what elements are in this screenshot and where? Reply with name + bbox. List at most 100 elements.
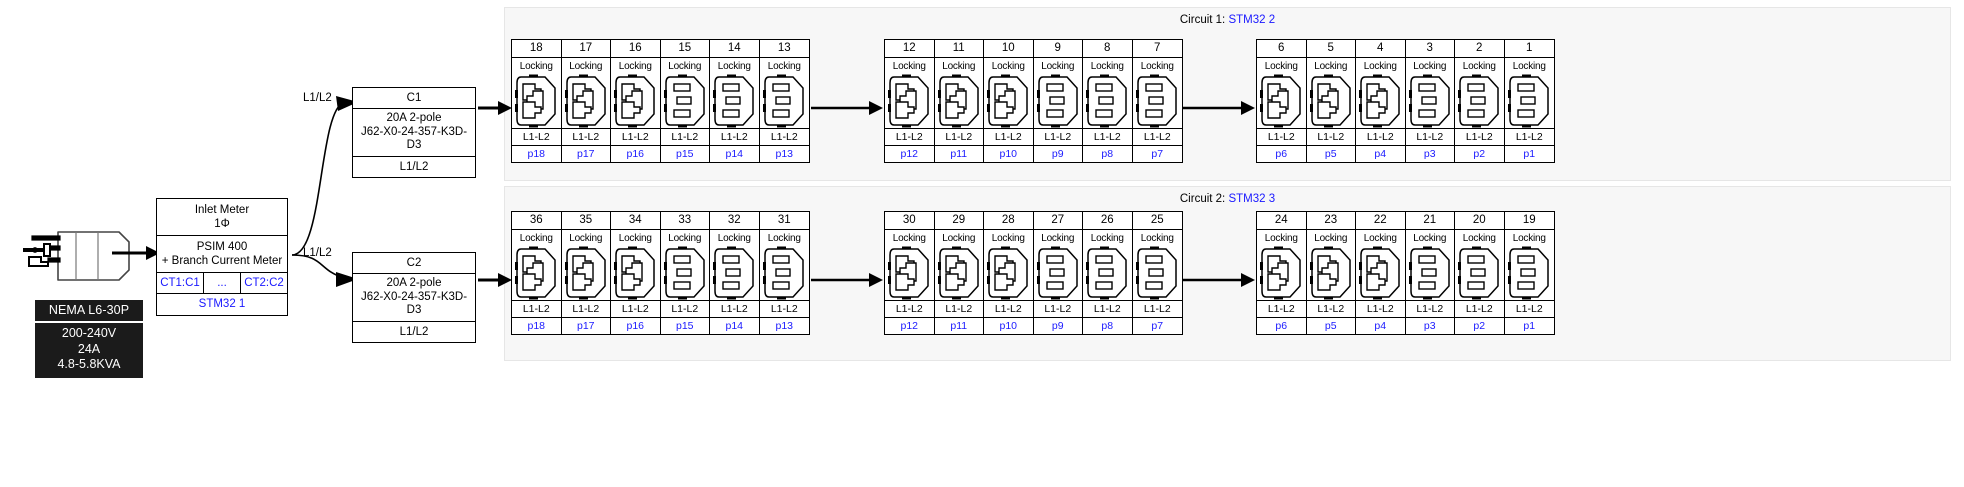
outlet-number: 10 <box>984 40 1033 58</box>
outlet-port[interactable]: p12 <box>885 317 934 334</box>
outlet-port[interactable]: p9 <box>1033 317 1082 334</box>
outlet-port[interactable]: p11 <box>934 317 983 334</box>
outlet-type-label: Locking <box>942 61 976 72</box>
outlet-port[interactable]: p3 <box>1405 317 1454 334</box>
inlet-meter-title: Inlet Meter 1Φ <box>157 199 287 236</box>
outlet-port[interactable]: p8 <box>1083 145 1132 162</box>
outlet-phase: L1-L2 <box>1405 128 1454 145</box>
outlet-phase: L1-L2 <box>1455 300 1504 317</box>
outlet-number: 32 <box>710 212 759 230</box>
outlet-port[interactable]: p1 <box>1504 317 1554 334</box>
outlet-type-label: Locking <box>1462 61 1496 72</box>
outlet-port[interactable]: p17 <box>561 145 610 162</box>
inlet-meter-model: PSIM 400 + Branch Current Meter <box>157 236 287 273</box>
c13-socket-icon <box>1133 74 1183 128</box>
outlet-port[interactable]: p7 <box>1132 145 1182 162</box>
outlet-number: 28 <box>984 212 1033 230</box>
outlet-port[interactable]: p5 <box>1306 145 1355 162</box>
outlet-number: 19 <box>1504 212 1554 230</box>
breaker-c2-phase: L1/L2 <box>399 325 429 338</box>
outlet-port[interactable]: p6 <box>1257 317 1306 334</box>
outlet-port[interactable]: p12 <box>885 145 934 162</box>
outlet-port[interactable]: p9 <box>1033 145 1082 162</box>
outlet-port[interactable]: p10 <box>984 317 1033 334</box>
outlet-phase: L1-L2 <box>1356 128 1405 145</box>
outlet-port[interactable]: p1 <box>1504 145 1554 162</box>
outlet-port[interactable]: p18 <box>512 145 561 162</box>
c13-socket-icon <box>1505 246 1555 300</box>
c13-socket-icon <box>1034 246 1083 300</box>
outlet-port[interactable]: p15 <box>660 145 709 162</box>
c19-socket-icon <box>984 246 1033 300</box>
outlet-phase: L1-L2 <box>1306 300 1355 317</box>
outlet-port[interactable]: p13 <box>759 145 809 162</box>
ct-channel-ellipsis: ... <box>204 273 241 293</box>
outlet-port[interactable]: p7 <box>1132 317 1182 334</box>
outlet-phase: L1-L2 <box>1356 300 1405 317</box>
outlet-port[interactable]: p3 <box>1405 145 1454 162</box>
outlet-phase: L1-L2 <box>1405 300 1454 317</box>
outlet-phase: L1-L2 <box>561 300 610 317</box>
outlet-port[interactable]: p2 <box>1455 145 1504 162</box>
outlet-number: 33 <box>660 212 709 230</box>
outlet-port[interactable]: p17 <box>561 317 610 334</box>
outlet-port[interactable]: p2 <box>1455 317 1504 334</box>
outlet-port[interactable]: p11 <box>934 145 983 162</box>
outlet-port[interactable]: p10 <box>984 145 1033 162</box>
outlet-port[interactable]: p6 <box>1257 145 1306 162</box>
outlet-port[interactable]: p14 <box>710 317 759 334</box>
outlet-port[interactable]: p8 <box>1083 317 1132 334</box>
outlet-port[interactable]: p4 <box>1356 145 1405 162</box>
outlet-port[interactable]: p15 <box>660 317 709 334</box>
outlet-port[interactable]: p4 <box>1356 317 1405 334</box>
outlet-port[interactable]: p5 <box>1306 317 1355 334</box>
outlet-port[interactable]: p18 <box>512 317 561 334</box>
outlet-port[interactable]: p13 <box>759 317 809 334</box>
outlet-port[interactable]: p16 <box>611 145 660 162</box>
breaker-c2-spec: 20A 2-pole J62-X0-24-357-K3D-D3 <box>353 274 475 322</box>
outlet-type-label: Locking <box>1363 61 1397 72</box>
outlet-number: 25 <box>1132 212 1182 230</box>
nema-power: 4.8-5.8KVA <box>57 357 121 371</box>
outlet-port[interactable]: p16 <box>611 317 660 334</box>
arrow-r1-g2-to-g3 <box>1183 101 1255 115</box>
outlet-number: 7 <box>1132 40 1182 58</box>
outlet-port[interactable]: p14 <box>710 145 759 162</box>
